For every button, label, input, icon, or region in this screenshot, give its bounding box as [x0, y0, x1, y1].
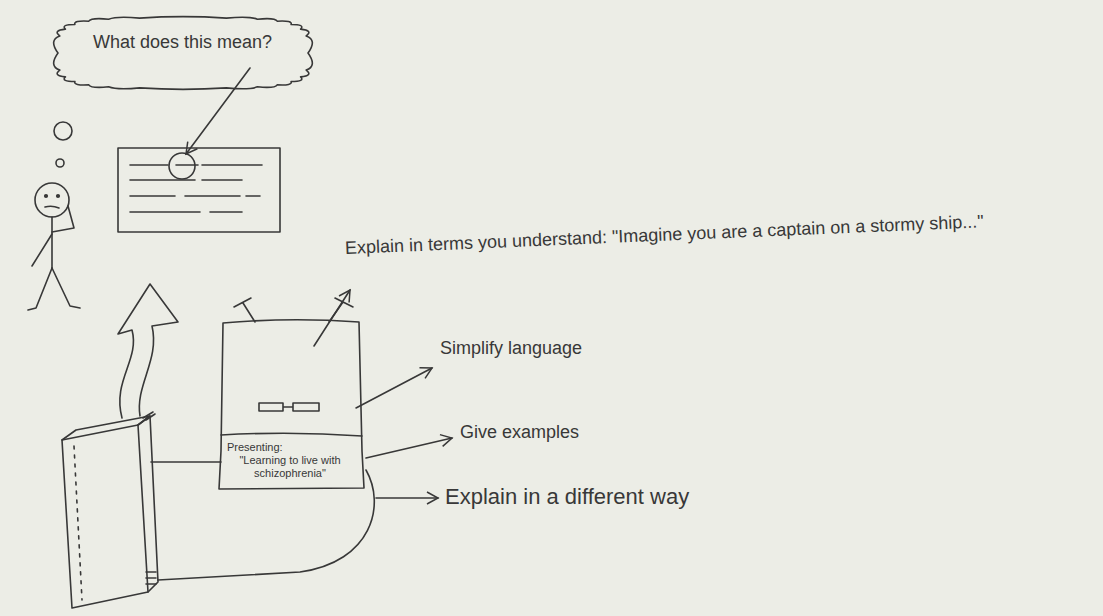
antenna — [234, 298, 255, 322]
antenna — [329, 298, 353, 322]
stick-figure — [28, 183, 80, 310]
robot-presenter: Presenting:"Learning to live with schizo… — [215, 295, 367, 491]
thought-dot — [54, 122, 72, 140]
flow-arrow — [118, 284, 178, 418]
robot-screen: Presenting:"Learning to live with schizo… — [227, 441, 353, 481]
method-label: Give examples — [460, 422, 579, 444]
cloud-outline — [48, 10, 318, 96]
method-label: Explain in a different way — [445, 484, 689, 510]
link-line — [158, 470, 374, 580]
document-card — [118, 148, 280, 232]
method-label: Explain in terms you understand: "Imagin… — [345, 211, 984, 259]
thought-dot — [56, 159, 64, 167]
screen-line — [221, 433, 362, 436]
leader-arrow — [356, 368, 432, 408]
thought-text: What does this mean? — [93, 32, 272, 54]
method-label: Simplify language — [440, 338, 582, 360]
robot-eyes — [259, 403, 319, 411]
book-icon — [62, 412, 158, 608]
leader-arrow — [366, 438, 452, 458]
screen-heading: Presenting: — [227, 441, 353, 454]
robot-body — [219, 320, 364, 489]
screen-title: "Learning to live with schizophrenia" — [227, 454, 353, 480]
link-line — [151, 461, 221, 463]
thought-cloud: What does this mean? — [48, 10, 318, 96]
cloud-border — [54, 17, 313, 90]
pointer-arrow — [186, 68, 250, 154]
leader-arrow — [376, 497, 438, 499]
